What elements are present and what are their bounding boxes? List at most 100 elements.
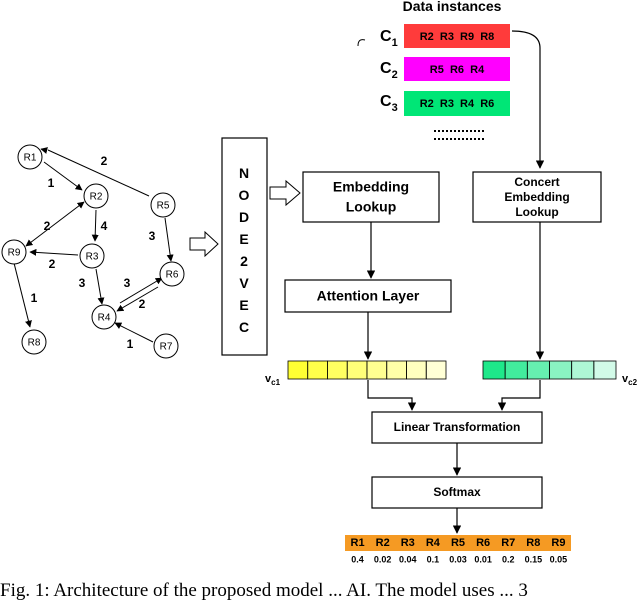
- c1-instance-items: R2 R3 R9 R8: [420, 31, 495, 43]
- output-value: 0.04: [399, 554, 417, 564]
- edge-r9-r8: [13, 262, 32, 328]
- vc1-cell: [327, 360, 348, 380]
- node2vec-letter: 2: [240, 253, 248, 269]
- vc1-cell: [307, 360, 328, 380]
- attention-layer-label: Attention Layer: [317, 288, 420, 304]
- weight-r4-r6: 3: [124, 276, 131, 290]
- svg-text:R4: R4: [98, 313, 111, 324]
- edge-r9-r2: [25, 201, 85, 247]
- graph-node-r3: R3: [79, 243, 105, 269]
- graph-node-r8: R8: [21, 329, 47, 355]
- edge-r7-r4: [114, 322, 154, 343]
- graph-node-r4: R4: [91, 304, 117, 330]
- weight-r9-r8: 1: [31, 291, 38, 305]
- vc1-to-linear-arrow: [367, 380, 417, 411]
- concert-line2: Embedding: [504, 190, 569, 204]
- graph-to-node2vec-arrow: [189, 230, 219, 258]
- output-label: R9: [551, 537, 565, 549]
- output-label: R4: [426, 537, 441, 549]
- output-value: 0.02: [374, 554, 392, 564]
- vc1-cell: [425, 360, 447, 380]
- weight-r7-r4: 1: [127, 337, 134, 351]
- output-label: R3: [401, 537, 415, 549]
- vc1-cell: [287, 360, 309, 380]
- vc2-cell: [549, 360, 573, 380]
- vc1-cell: [406, 360, 427, 380]
- c3-instance-bar: [404, 91, 510, 116]
- output-value: 0.4: [351, 554, 364, 564]
- vc2-label: vc2: [622, 373, 638, 387]
- c2-instance-items: R5 R6 R4: [430, 64, 485, 76]
- edge-r2-r3: [91, 209, 99, 242]
- weight-r9-r2: 2: [44, 219, 51, 233]
- vc1-label: vc1: [265, 373, 281, 387]
- output-label: R2: [376, 537, 390, 549]
- node2vec-box: [221, 137, 268, 356]
- edge-r3-r4: [95, 268, 105, 305]
- graph-node-r9: R9: [1, 239, 27, 265]
- output-label: R6: [476, 537, 490, 549]
- svg-text:R7: R7: [160, 342, 173, 353]
- vc2-cell: [593, 360, 617, 380]
- c1-instance-bar: [404, 24, 510, 48]
- concert-embedding-lookup-box: [472, 171, 602, 223]
- linear-transformation-label: Linear Transformation: [394, 420, 521, 434]
- svg-text:R9: R9: [8, 248, 21, 259]
- graph-node-r1: R1: [17, 144, 43, 170]
- node2vec-letter: N: [239, 165, 249, 181]
- weight-r1-r2: 1: [48, 176, 55, 190]
- output-label: R8: [526, 537, 540, 549]
- weight-r5-r1: 2: [101, 154, 108, 168]
- svg-text:R3: R3: [86, 252, 99, 263]
- node2vec-letter: O: [239, 187, 250, 203]
- edge-r5-r6: [164, 217, 174, 262]
- edge-r5-r1: [47, 149, 150, 197]
- output-value: 0.15: [525, 554, 543, 564]
- embedding-lookup-line1: Embedding: [333, 179, 409, 195]
- output-label: R7: [501, 537, 515, 549]
- vc1-cell: [346, 360, 368, 380]
- graph-node-r2: R2: [83, 183, 109, 209]
- vc2-to-linear-arrow: [497, 380, 541, 411]
- graph-edges: [13, 147, 174, 343]
- vc1-cell: [366, 360, 388, 380]
- node2vec-letter: E: [239, 297, 248, 313]
- node2vec-letter: C: [239, 319, 249, 335]
- softmax-box: [371, 476, 543, 509]
- edge-r4-r6: [119, 277, 163, 304]
- c1-label: C1: [380, 28, 398, 49]
- edge-r1-r2: [43, 161, 83, 191]
- node2vec-letter: V: [239, 275, 249, 291]
- embedding-lookup-line2: Lookup: [346, 199, 397, 215]
- edge-r3-r9: [29, 248, 79, 256]
- graph-node-r6: R6: [159, 261, 185, 287]
- weight-r2-r3: 4: [101, 219, 108, 233]
- output-value: 0.2: [502, 554, 515, 564]
- c2-label: C2: [380, 60, 398, 81]
- vc2-cell: [571, 360, 595, 380]
- concert-line1: Concert: [514, 175, 559, 189]
- svg-text:R6: R6: [166, 270, 179, 281]
- c3-instance-items: R2 R3 R4 R6: [420, 98, 495, 110]
- node2vec-letter: D: [239, 209, 249, 225]
- vc2-vector: [482, 360, 617, 380]
- softmax-label: Softmax: [433, 485, 481, 499]
- linear-transformation-box: [371, 411, 543, 444]
- weight-r5-r6: 3: [149, 229, 156, 243]
- node2vec-to-embedding-arrow: [269, 179, 301, 207]
- vc2-cell: [504, 360, 528, 380]
- edge-r6-r4: [116, 286, 159, 312]
- output-value: 0.03: [449, 554, 467, 564]
- vc1-vector: [287, 360, 447, 380]
- svg-text:R2: R2: [90, 192, 103, 203]
- vc2-cell: [526, 360, 550, 380]
- svg-text:R1: R1: [24, 153, 37, 164]
- vc1-cell: [386, 360, 407, 380]
- output-label: R5: [451, 537, 465, 549]
- weight-r6-r4: 2: [139, 297, 146, 311]
- output-bar: [345, 535, 571, 551]
